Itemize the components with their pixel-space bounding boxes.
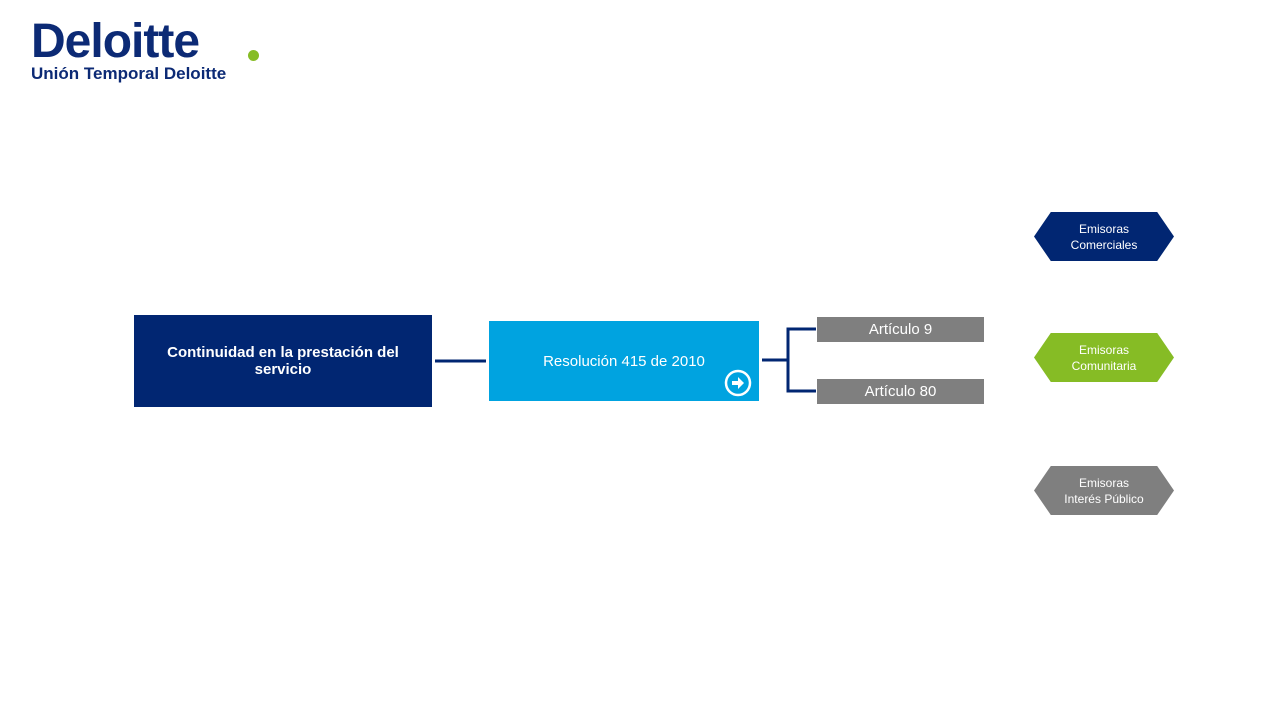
category-interes-publico: Emisoras Interés Público <box>1034 466 1174 515</box>
article-80-box: Artículo 80 <box>817 379 984 404</box>
resolution-label: Resolución 415 de 2010 <box>543 352 705 370</box>
main-topic-label: Continuidad en la prestación del servici… <box>167 344 399 378</box>
category-line1: Emisoras <box>1078 221 1129 236</box>
resolution-box: Resolución 415 de 2010 <box>489 321 759 401</box>
category-line1: Emisoras <box>1078 475 1129 490</box>
category-line2: Comerciales <box>1070 237 1138 252</box>
category-comunitaria: Emisoras Comunitaria <box>1034 333 1174 382</box>
article-9-box: Artículo 9 <box>817 317 984 342</box>
logo-dot <box>248 50 259 61</box>
company-subtitle: Unión Temporal Deloitte <box>31 64 227 83</box>
article-label: Artículo 80 <box>864 383 937 400</box>
category-line2: Interés Público <box>1064 491 1144 506</box>
arrow-right-circle-icon[interactable] <box>724 369 752 397</box>
category-comerciales: Emisoras Comerciales <box>1034 212 1174 261</box>
category-line1: Emisoras <box>1078 342 1129 357</box>
articles-bracket <box>786 327 816 393</box>
article-label: Artículo 9 <box>868 321 933 338</box>
deloitte-logo: Deloitte <box>31 15 200 68</box>
category-line2: Comunitaria <box>1071 358 1137 373</box>
main-topic-box: Continuidad en la prestación del servici… <box>134 315 432 407</box>
